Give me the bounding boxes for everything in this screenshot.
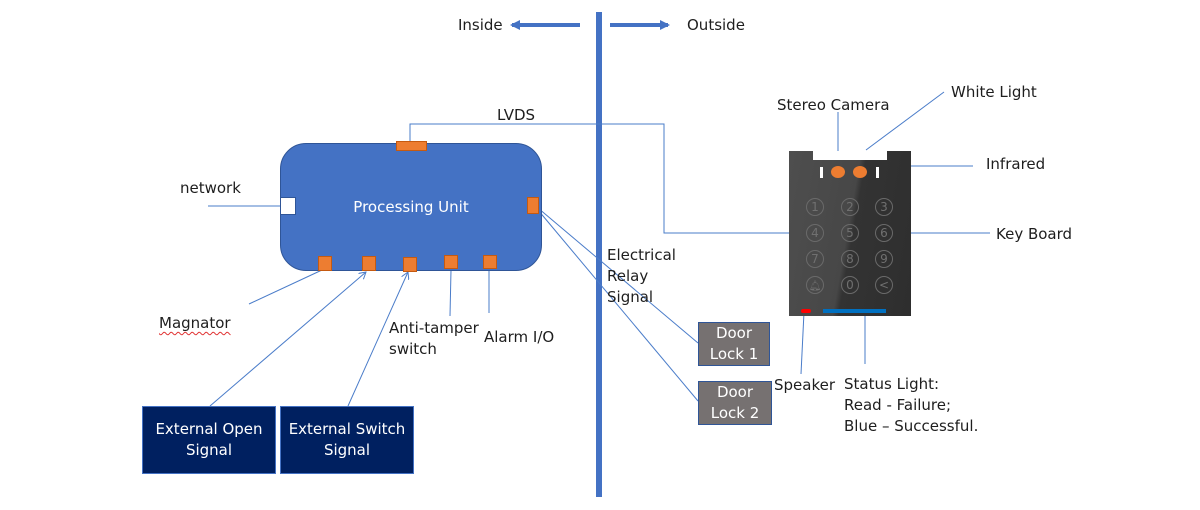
anti-tamper-port (444, 255, 458, 269)
door-lock-2: Door Lock 2 (698, 381, 772, 425)
magnator-label: Magnator (159, 314, 231, 332)
external-open-line (209, 272, 366, 407)
key-4[interactable]: 4 (806, 224, 824, 242)
relay-line-2 (537, 209, 699, 402)
access-terminal: 1 2 3 4 5 6 7 8 9 🔔︎ 0 < (789, 151, 911, 316)
network-label: network (180, 179, 241, 197)
external-switch-line2: Signal (323, 441, 371, 459)
status-light-line1: Status Light: (844, 375, 940, 393)
door-lock-1: Door Lock 1 (698, 322, 770, 366)
status-light-line3: Blue – Successful. (844, 417, 979, 435)
external-open-port (362, 256, 376, 271)
key-8[interactable]: 8 (841, 250, 859, 268)
relay-label-line3: Signal (607, 288, 654, 306)
inside-label: Inside (458, 16, 503, 34)
lvds-label: LVDS (497, 106, 536, 124)
alarm-io-label: Alarm I/O (484, 328, 555, 346)
speaker-indicator (801, 309, 811, 313)
lvds-line (409, 123, 789, 234)
status-light-bar (823, 309, 886, 313)
key-0[interactable]: 0 (841, 276, 859, 294)
external-open-line1: External Open (155, 420, 263, 438)
magnator-port (318, 256, 332, 271)
key-2[interactable]: 2 (841, 198, 859, 216)
door-lock-2-line1: Door (716, 383, 754, 401)
key-9[interactable]: 9 (875, 250, 893, 268)
anti-tamper-label-line2: switch (389, 340, 437, 358)
door-lock-2-line2: Lock 2 (710, 404, 760, 422)
key-3[interactable]: 3 (875, 198, 893, 216)
anti-tamper-line (449, 269, 452, 317)
white-light-label: White Light (951, 83, 1037, 101)
key-5[interactable]: 5 (841, 224, 859, 242)
key-backspace[interactable]: < (875, 276, 893, 294)
infrared-left (820, 167, 823, 178)
external-open-line2: Signal (185, 441, 233, 459)
door-lock-1-line2: Lock 1 (709, 345, 759, 363)
processing-unit: Processing Unit (280, 143, 542, 271)
infrared-right (876, 167, 879, 178)
stereo-camera-lens-left (831, 166, 845, 178)
door-lock-1-line1: Door (715, 324, 753, 342)
speaker-line (800, 311, 805, 375)
lvds-port (396, 141, 427, 151)
stereo-camera-label: Stereo Camera (777, 96, 890, 114)
magnator-line (248, 269, 323, 305)
speaker-label: Speaker (774, 376, 836, 394)
relay-label-line1: Electrical (607, 246, 676, 264)
network-port (280, 197, 296, 215)
outside-label: Outside (687, 16, 745, 34)
status-light-line2: Read - Failure; (844, 396, 952, 414)
key-7[interactable]: 7 (806, 250, 824, 268)
external-switch-signal-box: External Switch Signal (280, 406, 414, 474)
anti-tamper-label-line1: Anti-tamper (389, 319, 479, 337)
processing-unit-label: Processing Unit (353, 198, 469, 216)
infrared-label: Infrared (986, 155, 1046, 173)
bell-icon: 🔔︎ (808, 281, 822, 292)
relay-line-1 (537, 207, 699, 344)
relay-port (527, 197, 539, 214)
key-1[interactable]: 1 (806, 198, 824, 216)
keyboard-label: Key Board (996, 225, 1073, 243)
stereo-camera-lens-right (853, 166, 867, 178)
key-6[interactable]: 6 (875, 224, 893, 242)
white-light (813, 151, 887, 160)
relay-label-line2: Relay (607, 267, 649, 285)
external-open-signal-box: External Open Signal (142, 406, 276, 474)
alarm-io-port (483, 255, 497, 269)
external-switch-line (347, 272, 408, 407)
white-light-line (865, 91, 945, 151)
external-switch-port (403, 257, 417, 272)
external-switch-line1: External Switch (288, 420, 406, 438)
key-bell[interactable]: 🔔︎ (806, 276, 824, 294)
